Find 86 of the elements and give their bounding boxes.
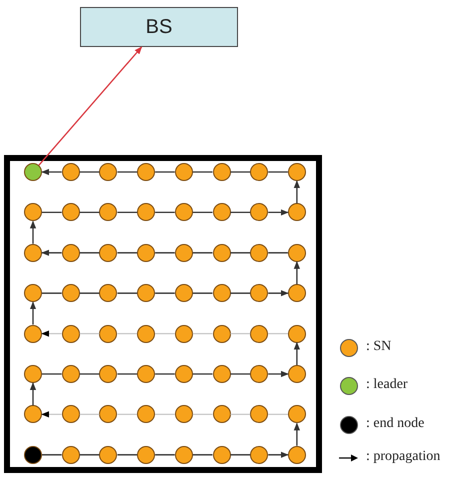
sensor-node-circle [99, 203, 118, 222]
sensor-node-circle [24, 324, 42, 343]
sensor-node-circle [250, 365, 268, 383]
sensor-node-circle [212, 405, 230, 424]
sensor-node-circle [250, 244, 268, 262]
arrow [294, 261, 300, 284]
legend-label: : SN [366, 339, 392, 355]
sensor-node-circle [24, 203, 42, 222]
sensor-node-circle [250, 284, 268, 302]
leader-node-circle [24, 163, 42, 181]
sensor-node-circle [174, 365, 193, 383]
arrow [41, 330, 62, 337]
sensor-node-circle [137, 284, 156, 302]
sensor-node-circle [288, 446, 306, 464]
sensor-node-circle [174, 446, 193, 464]
sensor-node-circle [174, 163, 193, 181]
sensor-node-circle [62, 324, 80, 343]
sensor-node-circle [174, 284, 193, 302]
sensor-node-circle [137, 163, 156, 181]
arrow [30, 220, 36, 244]
end-node-circle [24, 446, 42, 464]
legend-label: : leader [366, 377, 408, 393]
arrow [268, 209, 289, 216]
sensor-node-circle [137, 365, 156, 383]
sensor-node-circle [288, 284, 306, 302]
sensor-node-circle [62, 365, 80, 383]
arrow [294, 180, 300, 204]
sensor-node-circle [212, 446, 230, 464]
sensor-node-circle [288, 324, 306, 343]
sensor-node-circle [137, 203, 156, 222]
arrow [38, 46, 142, 166]
sensor-node-circle [62, 446, 80, 464]
arrow [268, 452, 289, 458]
sensor-node-circle [99, 405, 118, 424]
sensor-node-circle [212, 365, 230, 383]
sensor-node-circle [99, 244, 118, 262]
sensor-node-circle [288, 244, 306, 262]
sensor-node-circle [99, 284, 118, 302]
sensor-node-circle [174, 324, 193, 343]
sensor-node-circle [137, 405, 156, 424]
sensor-node-circle [288, 365, 306, 383]
arrow [41, 250, 62, 256]
sensor-node-circle [99, 163, 118, 181]
arrow [294, 422, 300, 446]
sensor-node-circle [137, 446, 156, 464]
sensor-node-circle [24, 405, 42, 424]
legend-label: : end node [366, 416, 424, 432]
sensor-node-circle [250, 163, 268, 181]
sensor-node-circle [212, 163, 230, 181]
sensor-node-circle [62, 284, 80, 302]
arrow [41, 411, 62, 418]
sensor-node-circle [62, 405, 80, 424]
sensor-node-circle [174, 244, 193, 262]
sensor-node-circle [62, 244, 80, 262]
sensor-node-circle [137, 244, 156, 262]
arrow [268, 290, 289, 296]
sensor-node-circle [174, 405, 193, 424]
sensor-node-circle [212, 203, 230, 222]
sensor-node-circle [99, 324, 118, 343]
sensor-node-circle [250, 405, 268, 424]
sensor-node-circle [99, 365, 118, 383]
sensor-node-circle [62, 163, 80, 181]
sensor-node-circle [212, 284, 230, 302]
sensor-node-circle [250, 324, 268, 343]
arrow [30, 301, 36, 325]
sensor-node-circle [137, 324, 156, 343]
sensor-node-circle [288, 163, 306, 181]
sensor-node-circle [250, 446, 268, 464]
network-frame [4, 155, 322, 473]
sensor-node-circle [24, 244, 42, 262]
base-station-box: BS [80, 7, 238, 47]
legend-label: : propagation [366, 449, 440, 465]
sensor-node-circle [24, 284, 42, 302]
sensor-node-circle [288, 405, 306, 424]
arrow [268, 370, 289, 378]
sensor-node-circle [212, 324, 230, 343]
sensor-node-circle [24, 365, 42, 383]
sensor-node-circle [288, 203, 306, 222]
arrow [30, 382, 36, 406]
sensor-node-circle [212, 244, 230, 262]
arrow [41, 168, 62, 176]
sensor-node-circle [62, 203, 80, 222]
sensor-node-circle [174, 203, 193, 222]
sensor-node-circle [99, 446, 118, 464]
sensor-node-circle [250, 203, 268, 222]
arrow [294, 342, 300, 365]
